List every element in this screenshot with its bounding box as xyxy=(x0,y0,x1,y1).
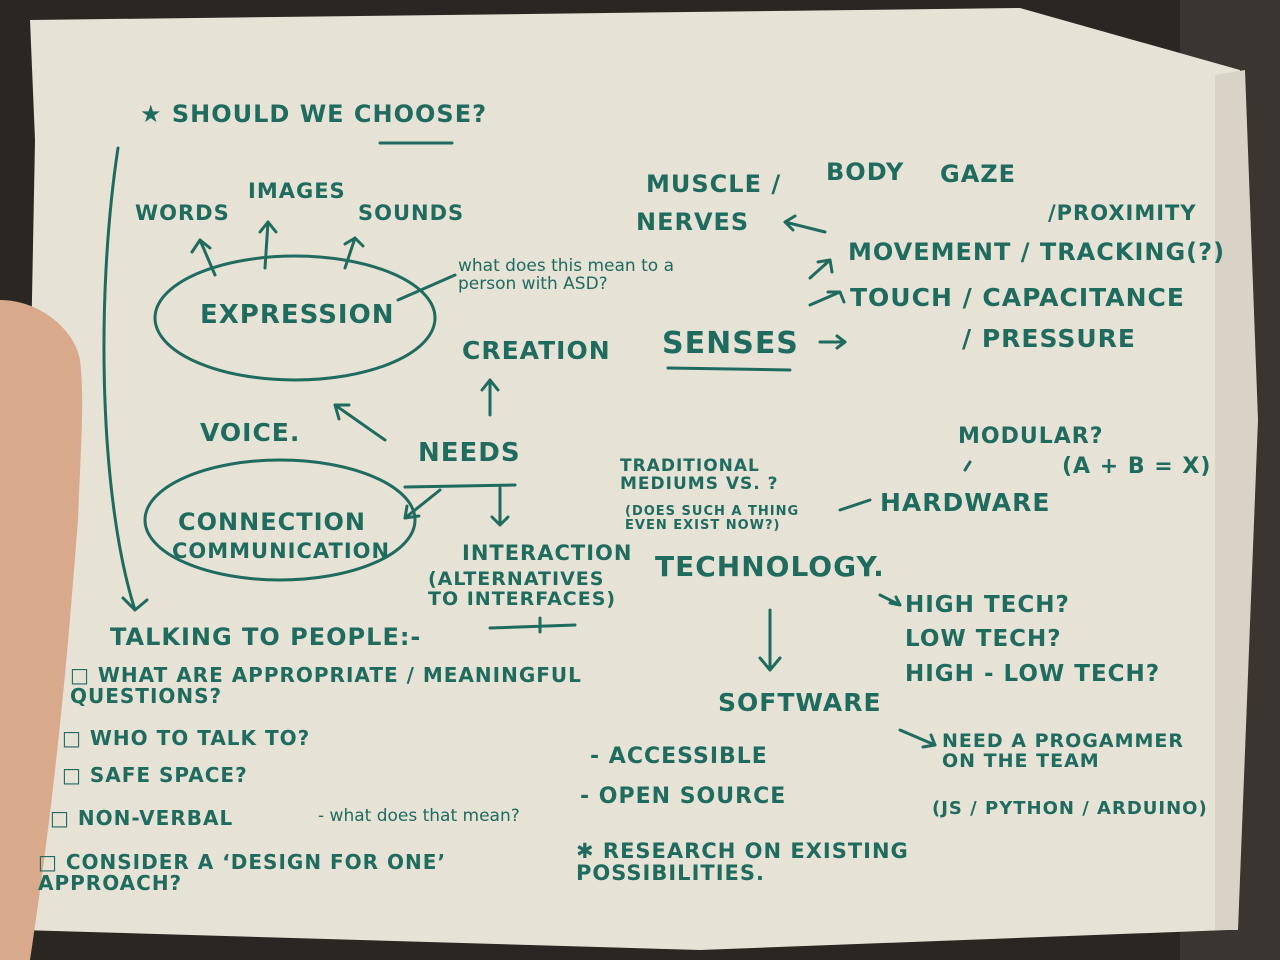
checklist-q1: □ WHAT ARE APPROPRIATE / MEANINGFUL QUES… xyxy=(70,663,582,708)
label-connection: CONNECTION xyxy=(178,508,366,536)
arrow-connection xyxy=(403,488,442,520)
arrow-interaction xyxy=(490,486,510,527)
line-hardware xyxy=(838,498,872,512)
label-communication: COMMUNICATION xyxy=(172,539,391,563)
arrow-images xyxy=(258,220,278,270)
checklist-q5: □ CONSIDER A ‘DESIGN FOR ONE’ APPROACH? xyxy=(38,850,447,895)
expression-ellipse xyxy=(153,254,437,382)
label-accessible: - ACCESSIBLE xyxy=(590,744,768,769)
left-curve-arrow xyxy=(102,146,137,612)
label-need-programmer: NEED A PROGAMMER ON THE TEAM xyxy=(942,730,1184,772)
label-muscle: MUSCLE / xyxy=(646,170,782,198)
connection-ellipse xyxy=(143,458,417,582)
modular-tick xyxy=(963,460,972,472)
paper-sheet xyxy=(20,8,1250,950)
label-modular: MODULAR? xyxy=(958,424,1104,449)
label-pressure: / PRESSURE xyxy=(962,324,1137,353)
label-does-exist: (DOES SUCH A THING EVEN EXIST NOW?) xyxy=(625,504,800,533)
label-voice: VOICE. xyxy=(200,418,301,447)
label-high-tech: HIGH TECH? xyxy=(905,592,1070,618)
label-images: IMAGES xyxy=(248,179,346,203)
label-sounds: SOUNDS xyxy=(358,201,465,225)
label-modular-eq: (A + B = X) xyxy=(1062,454,1212,479)
label-open-source: - OPEN SOURCE xyxy=(580,784,787,809)
label-low-tech: LOW TECH? xyxy=(905,626,1062,652)
label-gaze: GAZE xyxy=(940,160,1017,188)
line-meaning xyxy=(396,273,457,302)
label-software: SOFTWARE xyxy=(718,688,882,717)
label-hardware: HARDWARE xyxy=(880,488,1051,517)
arrow-software xyxy=(758,608,782,672)
label-nerves: NERVES xyxy=(636,208,750,236)
note-meaning: what does this mean to a person with ASD… xyxy=(458,256,675,294)
label-needs: NEEDS xyxy=(418,438,521,468)
label-alternatives: (ALTERNATIVES TO INTERFACES) xyxy=(428,568,617,610)
arrow-touch xyxy=(808,290,846,307)
arrow-muscle xyxy=(783,214,827,234)
checklist-q2: □ WHO TO TALK TO? xyxy=(62,726,311,750)
label-expression: EXPRESSION xyxy=(200,300,395,330)
arrow-movement xyxy=(808,258,834,280)
arrow-creation xyxy=(480,378,500,417)
checklist-q4-note: - what does that mean? xyxy=(318,806,520,826)
hand xyxy=(0,300,83,960)
label-creation: CREATION xyxy=(462,336,611,365)
underline-alt xyxy=(488,616,577,634)
label-technology: TECHNOLOGY. xyxy=(655,550,885,583)
paper-fold xyxy=(1215,70,1258,930)
label-body: BODY xyxy=(826,158,905,186)
label-movement: MOVEMENT / TRACKING(?) xyxy=(848,238,1226,266)
label-interaction: INTERACTION xyxy=(462,541,633,565)
header-question: ★ SHOULD WE CHOOSE? xyxy=(140,100,488,128)
arrow-senses xyxy=(818,334,847,350)
arrow-sounds xyxy=(343,236,365,270)
label-traditional: TRADITIONAL MEDIUMS VS. ? xyxy=(620,456,779,494)
label-proximity: /PROXIMITY xyxy=(1048,201,1197,225)
label-senses: SENSES xyxy=(662,326,799,361)
needs-branch xyxy=(403,483,517,489)
checklist-q4: □ NON-VERBAL xyxy=(50,806,234,830)
label-languages: (JS / PYTHON / ARDUINO) xyxy=(932,798,1208,819)
arrow-programmer xyxy=(898,728,937,749)
label-words: WORDS xyxy=(135,201,230,225)
underline-senses xyxy=(666,366,792,372)
arrow-expression xyxy=(333,403,387,442)
label-high-low-tech: HIGH - LOW TECH? xyxy=(905,661,1161,687)
label-talking: TALKING TO PEOPLE:- xyxy=(110,623,422,651)
checklist-q3: □ SAFE SPACE? xyxy=(62,763,248,787)
arrow-hightech xyxy=(878,593,902,607)
label-touch: TOUCH / CAPACITANCE xyxy=(850,283,1185,312)
label-research: ✱ RESEARCH ON EXISTING POSSIBILITIES. xyxy=(576,839,909,886)
arrow-words xyxy=(190,238,217,277)
